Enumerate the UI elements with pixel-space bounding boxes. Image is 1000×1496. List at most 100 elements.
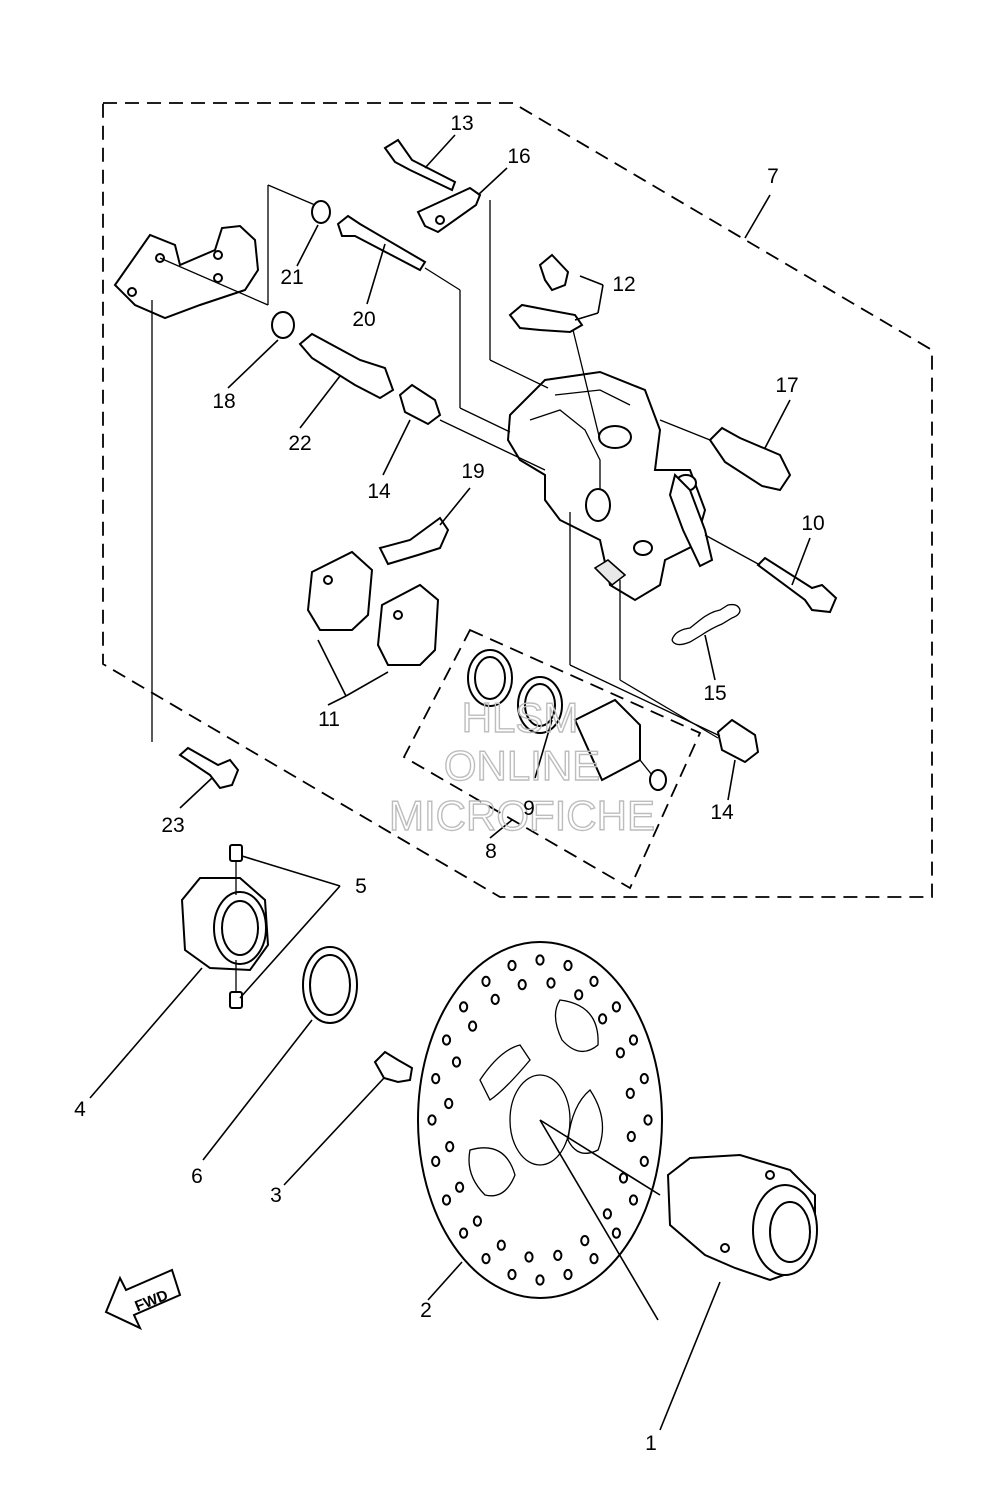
disc-hole bbox=[507, 1268, 517, 1281]
part-14-boot-lower bbox=[716, 718, 760, 764]
part-20-slide-pin bbox=[336, 214, 427, 272]
part-14-boot-upper bbox=[398, 383, 442, 426]
callout-14-lower: 14 bbox=[710, 801, 734, 824]
disc-hole bbox=[535, 1274, 545, 1286]
caliper-body bbox=[506, 370, 714, 602]
disc-hole bbox=[615, 1047, 626, 1059]
part-1-hub bbox=[666, 1153, 818, 1282]
callout-2: 2 bbox=[420, 1299, 432, 1322]
disc-hole bbox=[626, 1130, 636, 1143]
disc-hole bbox=[459, 1227, 469, 1239]
disc-hole bbox=[507, 959, 517, 972]
callout-11: 11 bbox=[318, 708, 340, 731]
disc-hole bbox=[625, 1087, 635, 1100]
disc-hole bbox=[589, 1253, 599, 1265]
piston-kit-boundary bbox=[402, 628, 702, 890]
disc-hole bbox=[431, 1073, 441, 1085]
callout-8: 8 bbox=[485, 840, 497, 863]
disc-hole bbox=[611, 1001, 622, 1013]
part-21-washer bbox=[311, 200, 331, 224]
part-16-pin-clip bbox=[416, 186, 482, 234]
disc-hole bbox=[553, 1249, 563, 1262]
watermark-line-3: MICROFICHE bbox=[389, 792, 655, 839]
watermark: HLSM ONLINE MICROFICHE bbox=[388, 693, 655, 839]
disc-hole bbox=[524, 1251, 534, 1263]
callout-5: 5 bbox=[355, 875, 367, 898]
watermark-line-2: ONLINE bbox=[444, 742, 600, 789]
disc-hole bbox=[451, 1056, 462, 1068]
callout-15: 15 bbox=[703, 682, 726, 705]
disc-hole bbox=[496, 1239, 506, 1251]
disc-hole bbox=[639, 1155, 649, 1168]
part-23-bolt bbox=[178, 746, 240, 790]
callout-19: 19 bbox=[461, 460, 484, 483]
disc-hole bbox=[535, 954, 545, 966]
callout-17: 17 bbox=[775, 374, 798, 397]
disc-hole bbox=[490, 993, 500, 1006]
disc-hole bbox=[517, 979, 527, 991]
part-19-pad-spring bbox=[378, 516, 450, 566]
callout-23: 23 bbox=[161, 814, 184, 837]
disc-hole bbox=[589, 975, 599, 988]
part-13-pad-pin bbox=[383, 138, 457, 192]
part-11-brake-pads bbox=[306, 550, 440, 666]
disc-hole bbox=[481, 1253, 491, 1265]
disc-hole bbox=[643, 1114, 653, 1126]
part-4-collar bbox=[180, 877, 270, 972]
part-18-washer bbox=[271, 311, 295, 339]
part-3-disc-bolt bbox=[373, 1050, 414, 1084]
disc-vent-holes bbox=[427, 954, 653, 1286]
part-15-spring bbox=[671, 603, 741, 646]
fwd-direction-arrow: FWD bbox=[104, 1268, 182, 1331]
callout-1: 1 bbox=[645, 1432, 657, 1455]
part-6-seal bbox=[302, 946, 358, 1024]
callout-22: 22 bbox=[288, 432, 311, 455]
disc-hole bbox=[602, 1208, 613, 1220]
callout-20: 20 bbox=[352, 308, 375, 331]
callout-13: 13 bbox=[450, 112, 473, 135]
callout-4: 4 bbox=[74, 1098, 86, 1121]
disc-hole bbox=[574, 989, 584, 1001]
callout-18: 18 bbox=[212, 390, 235, 413]
callout-3: 3 bbox=[270, 1184, 282, 1207]
disc-hole bbox=[472, 1215, 482, 1227]
disc-hole bbox=[455, 1181, 465, 1193]
callout-14-upper: 14 bbox=[367, 480, 391, 503]
part-17-sleeve bbox=[708, 426, 792, 492]
caliper-assembly-boundary bbox=[102, 102, 933, 898]
disc-hole bbox=[628, 1194, 639, 1206]
callout-labels: 1 2 3 4 5 6 7 8 9 10 11 12 13 14 14 15 1… bbox=[74, 112, 825, 1455]
disc-hole bbox=[444, 1097, 454, 1110]
disc-hole bbox=[639, 1073, 649, 1085]
caliper-bracket bbox=[113, 224, 260, 320]
callout-6: 6 bbox=[191, 1165, 203, 1188]
disc-hole bbox=[618, 1172, 629, 1184]
disc-hole bbox=[598, 1013, 608, 1025]
callout-12: 12 bbox=[612, 273, 635, 296]
disc-hole bbox=[431, 1155, 441, 1168]
callout-16: 16 bbox=[507, 145, 530, 168]
disc-hole bbox=[441, 1194, 452, 1206]
part-9-piston-seals bbox=[467, 649, 667, 791]
disc-hole bbox=[546, 977, 556, 989]
disc-hole bbox=[563, 959, 573, 972]
disc-hole bbox=[427, 1114, 437, 1126]
part-10-bolt bbox=[756, 556, 838, 614]
leader-lines bbox=[89, 134, 811, 1431]
disc-hole bbox=[481, 975, 491, 988]
disc-hole bbox=[628, 1034, 639, 1046]
disc-hole bbox=[468, 1020, 478, 1032]
callout-9: 9 bbox=[523, 797, 535, 820]
part-22-bolt-sleeve bbox=[298, 332, 395, 400]
callout-10: 10 bbox=[801, 512, 824, 535]
disc-hole bbox=[459, 1001, 469, 1013]
watermark-line-1: HLSM bbox=[462, 694, 579, 741]
callout-21: 21 bbox=[280, 266, 303, 289]
callout-7: 7 bbox=[767, 165, 779, 188]
disc-hole bbox=[445, 1141, 455, 1153]
disc-hole bbox=[441, 1034, 452, 1046]
part-12-bleed-screw bbox=[508, 253, 584, 334]
disc-hole bbox=[611, 1227, 622, 1239]
disc-hole bbox=[563, 1268, 573, 1281]
